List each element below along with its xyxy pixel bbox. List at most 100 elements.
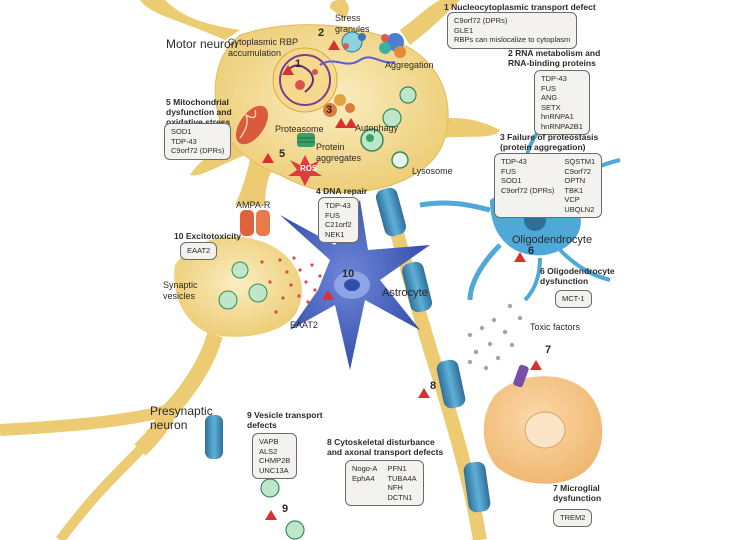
ampa-r-label: AMPA-R bbox=[236, 200, 271, 210]
astrocyte-label: Astrocyte bbox=[382, 287, 428, 299]
marker-2: 2 bbox=[318, 27, 325, 39]
marker-5: 5 bbox=[279, 148, 286, 160]
gene-item: RBPs can mislocalize to cytoplasm bbox=[454, 35, 571, 44]
category-5-number: 5 bbox=[166, 97, 171, 107]
oligodendrocyte-label: Oligodendrocyte bbox=[512, 234, 593, 246]
toxic-factors-label: Toxic factors bbox=[530, 322, 581, 332]
gene-item: C9orf72 bbox=[564, 166, 592, 176]
category-4-box: TDP-43 FUS C21orf2 NEK1 bbox=[318, 197, 359, 243]
category-3-heading: 3 Failure of proteostasis (protein aggre… bbox=[500, 132, 620, 152]
gene-item: UNC13A bbox=[259, 465, 289, 475]
gene-item: C9orf72 (DPRs) bbox=[171, 146, 225, 155]
gene-item: SETX bbox=[541, 102, 561, 112]
marker-10: 10 bbox=[342, 268, 355, 280]
aggregation-label: Aggregation bbox=[385, 60, 434, 70]
category-10-number: 10 bbox=[174, 231, 184, 241]
category-2-box: TDP-43 FUS ANG SETX hnRNPA1 hnRNPA2B1 bbox=[534, 70, 590, 135]
category-10-box: EAAT2 bbox=[180, 242, 218, 260]
category-10-title: Excitotoxicity bbox=[185, 231, 242, 241]
marker-9: 9 bbox=[282, 503, 289, 515]
category-6-number: 6 bbox=[540, 266, 545, 276]
category-9-heading: 9 Vesicle transport defects bbox=[247, 410, 327, 430]
gene-item: ALS2 bbox=[259, 446, 278, 456]
protein-aggregate-icon bbox=[323, 94, 355, 117]
marker-7: 7 bbox=[545, 344, 552, 356]
marker-1: 1 bbox=[295, 58, 302, 70]
category-7-box: TREM2 bbox=[553, 509, 593, 527]
stress-granule-cluster bbox=[341, 31, 406, 58]
myelin-sheaths bbox=[375, 187, 491, 513]
category-4-heading: 4 DNA repair bbox=[316, 186, 367, 196]
presynaptic-myelin bbox=[205, 415, 223, 459]
gene-item: C21orf2 bbox=[325, 220, 352, 229]
category-7-number: 7 bbox=[553, 483, 558, 493]
gene-item: TDP-43 bbox=[541, 74, 567, 83]
gene-item: FUS bbox=[325, 210, 340, 220]
toxic-factor-dots bbox=[467, 303, 523, 371]
astrocyte-cell bbox=[280, 200, 430, 370]
category-4-title: DNA repair bbox=[323, 186, 368, 196]
ampa-receptor-icon bbox=[240, 210, 270, 236]
lysosome-icon bbox=[391, 151, 409, 169]
category-3-title: Failure of proteostasis (protein aggrega… bbox=[500, 132, 599, 152]
marker-8: 8 bbox=[430, 380, 437, 392]
glutamate-dots bbox=[260, 256, 322, 314]
category-1-number: 1 bbox=[444, 2, 449, 12]
category-1-box: C9orf72 (DPRs) GLE1 RBPs can mislocalize… bbox=[447, 12, 578, 49]
category-7-heading: 7 Microglial dysfunction bbox=[553, 483, 613, 503]
gene-item: SOD1 bbox=[171, 127, 192, 136]
synaptic-vesicles-label: Synaptic vesicles bbox=[163, 280, 198, 301]
motor-neuron-label: Motor neuron bbox=[166, 37, 238, 51]
gene-item: hnRNPA1 bbox=[541, 112, 574, 121]
ros-label: ROS bbox=[300, 164, 318, 173]
category-2-title: RNA metabolism and RNA-binding proteins bbox=[508, 48, 601, 68]
warning-triangles bbox=[262, 40, 542, 520]
gene-item: TDP-43 bbox=[501, 157, 527, 166]
category-10-heading: 10 Excitotoxicity bbox=[174, 231, 241, 241]
category-5-heading: 5 Mitochondrial dysfunction and oxidativ… bbox=[166, 97, 256, 127]
category-9-box: VAPB ALS2 CHMP2B UNC13A bbox=[252, 433, 298, 479]
category-6-heading: 6 Oligodendrocyte dysfunction bbox=[540, 266, 620, 286]
category-6-box: MCT-1 bbox=[555, 290, 592, 308]
gene-item: ANG bbox=[541, 93, 558, 102]
category-3-number: 3 bbox=[500, 132, 505, 142]
gene-item: MCT-1 bbox=[562, 294, 585, 303]
gene-item: NEK1 bbox=[325, 229, 345, 239]
gene-item: hnRNPA2B1 bbox=[541, 121, 583, 131]
category-9-title: Vesicle transport defects bbox=[247, 410, 323, 430]
lysosome-label: Lysosome bbox=[412, 166, 453, 176]
gene-item: VCP bbox=[564, 195, 580, 204]
gene-item: TDP-43 bbox=[171, 136, 197, 146]
autophagosome-icon bbox=[360, 86, 417, 152]
category-2-heading: 2 RNA metabolism and RNA-binding protein… bbox=[508, 48, 608, 68]
marker-3: 3 bbox=[326, 104, 333, 116]
transport-vesicles bbox=[260, 478, 305, 540]
category-3-box: TDP-43 FUS SOD1 C9orf72 (DPRs) SQSTM1 C9… bbox=[494, 153, 603, 218]
gene-item: OPTN bbox=[564, 176, 586, 185]
gene-item: SOD1 bbox=[501, 176, 522, 185]
gene-item: TBK1 bbox=[564, 185, 584, 195]
rna-strand bbox=[319, 56, 396, 66]
gene-item: C9orf72 (DPRs) bbox=[501, 185, 555, 195]
eaat2-label: EAAT2 bbox=[290, 320, 318, 330]
stress-granules-label: Stress granules bbox=[335, 13, 370, 34]
category-7-title: Microglial dysfunction bbox=[553, 483, 602, 503]
category-8-number: 8 bbox=[327, 437, 332, 447]
gene-item: TUBA4A bbox=[387, 473, 417, 483]
category-8-box: Nogo-A EphA4 PFN1 TUBA4A NFH DCTN1 bbox=[345, 460, 424, 506]
gene-item: FUS bbox=[501, 166, 516, 176]
gene-item: PFN1 bbox=[387, 464, 407, 473]
gene-item: GLE1 bbox=[454, 25, 474, 35]
gene-item: CHMP2B bbox=[259, 456, 291, 465]
category-5-box: SOD1 TDP-43 C9orf72 (DPRs) bbox=[164, 123, 232, 160]
gene-item: VAPB bbox=[259, 437, 279, 446]
presynaptic-terminal bbox=[0, 236, 302, 540]
gene-item: DCTN1 bbox=[387, 492, 413, 502]
gene-item: NFH bbox=[387, 483, 403, 492]
gene-item: TREM2 bbox=[560, 513, 586, 522]
gene-item: EphA4 bbox=[352, 473, 375, 483]
proteasome-icon bbox=[297, 133, 315, 147]
ros-burst-icon bbox=[288, 155, 322, 186]
category-2-number: 2 bbox=[508, 48, 513, 58]
